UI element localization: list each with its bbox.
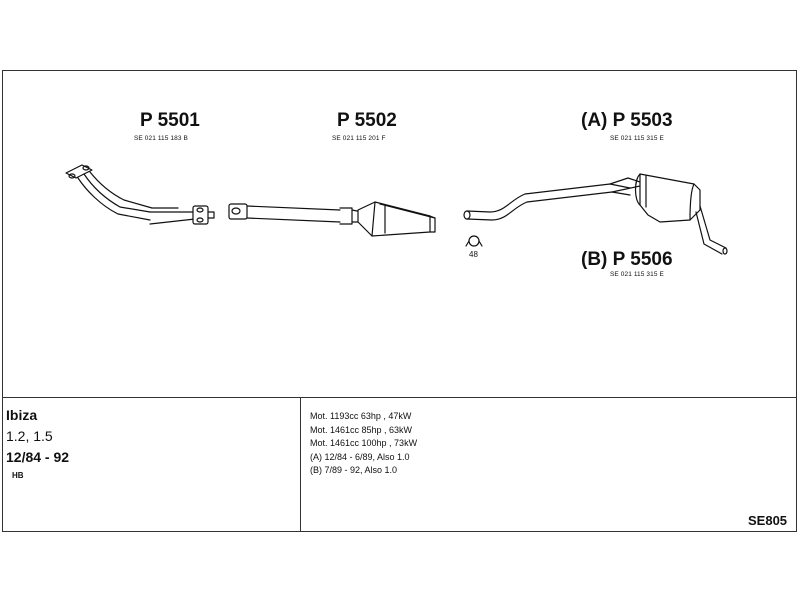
diagram-frame <box>2 70 797 532</box>
spec-line: Mot. 1461cc 85hp , 63kW <box>310 424 413 435</box>
info-divider <box>2 397 797 398</box>
info-column-divider <box>300 397 301 532</box>
catalog-code: SE805 <box>748 513 788 528</box>
part-number-p5506: (B) P 5506 <box>581 249 673 270</box>
part-ref-p5503: SE 021 115 315 E <box>610 135 664 142</box>
clamp-label: 48 <box>469 250 478 259</box>
part-ref-p5506: SE 021 115 315 E <box>610 271 664 278</box>
part-number-p5502: P 5502 <box>337 110 397 131</box>
spec-line: Mot. 1193cc 63hp , 47kW <box>310 411 412 421</box>
vehicle-model: Ibiza <box>6 407 38 423</box>
spec-line: (A) 12/84 - 6/89, Also 1.0 <box>310 451 410 462</box>
vehicle-body-type: HB <box>12 471 24 480</box>
part-number-p5503: (A) P 5503 <box>581 110 673 131</box>
part-ref-p5501: SE 021 115 183 B <box>134 135 188 142</box>
part-ref-p5502: SE 021 115 201 F <box>332 135 386 142</box>
spec-line: (B) 7/89 - 92, Also 1.0 <box>310 465 398 475</box>
middle-silencer-drawing <box>228 201 436 237</box>
vehicle-engine: 1.2, 1.5 <box>6 428 53 444</box>
front-pipe-drawing <box>65 164 215 225</box>
exhaust-diagram <box>65 164 728 255</box>
clamp-drawing <box>465 235 483 247</box>
part-number-p5501: P 5501 <box>140 110 200 131</box>
vehicle-years: 12/84 - 92 <box>6 449 70 465</box>
spec-list: Mot. 1193cc 63hp , 47kW Mot. 1461cc 85hp… <box>310 410 417 478</box>
spec-line: Mot. 1461cc 100hp , 73kW <box>310 438 418 448</box>
rear-silencer-drawing <box>463 173 728 255</box>
